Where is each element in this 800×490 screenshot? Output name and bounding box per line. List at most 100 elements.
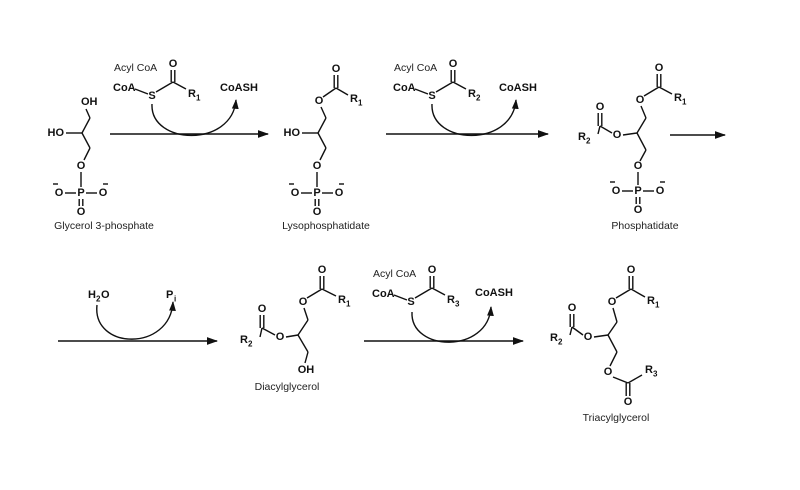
sulfur-atom: S xyxy=(148,90,155,102)
bond xyxy=(317,132,327,149)
bond xyxy=(285,334,299,338)
oxygen-atom: O xyxy=(612,185,621,197)
bond xyxy=(612,376,629,384)
phosphate-label: P xyxy=(166,289,173,301)
bond xyxy=(636,117,647,134)
bond xyxy=(320,106,327,119)
hydroxyl-group: HO xyxy=(48,127,65,139)
r-group-subscript: 2 xyxy=(558,338,563,347)
phosphorus-atom: P xyxy=(77,187,84,199)
bond xyxy=(622,132,638,136)
acyl-coa-label: Acyl CoA xyxy=(373,268,416,280)
r-group-label: R xyxy=(645,364,653,376)
compound-name-glycerol-3-phosphate: Glycerol 3-phosphate xyxy=(54,220,154,232)
r-group-label: R xyxy=(447,294,455,306)
water-subscript: 2 xyxy=(96,295,101,304)
oxygen-atom: O xyxy=(77,206,86,218)
bond xyxy=(261,327,276,336)
coash-label: CoASH xyxy=(475,287,513,299)
bond xyxy=(172,81,187,90)
bond xyxy=(317,117,327,134)
r-group-label: R xyxy=(188,88,196,100)
coash-label: CoASH xyxy=(220,82,258,94)
r-group-label: R xyxy=(578,131,586,143)
oxygen-atom: O xyxy=(604,366,613,378)
curved-arrow xyxy=(431,99,519,137)
oxygen-atom: O xyxy=(656,185,665,197)
r-group-label: R xyxy=(647,295,655,307)
oxygen-atom: O xyxy=(291,187,300,199)
bond xyxy=(597,125,601,135)
r-group-label: R xyxy=(240,334,248,346)
r-group-subscript: 2 xyxy=(248,340,253,349)
r-group-label: R xyxy=(350,93,358,105)
sulfur-atom: S xyxy=(428,90,435,102)
bond xyxy=(81,117,91,134)
bond xyxy=(435,81,454,93)
hydroxyl-group: OH xyxy=(298,364,315,376)
oxygen-atom: O xyxy=(99,187,108,199)
bond xyxy=(83,147,91,161)
oxygen-atom: O xyxy=(332,63,341,75)
oxygen-atom: O xyxy=(584,331,593,343)
oxygen-atom: O xyxy=(449,58,458,70)
bond xyxy=(322,87,337,98)
oxygen-atom: O xyxy=(299,296,308,308)
bond xyxy=(599,125,613,134)
curved-arrow xyxy=(151,99,239,137)
r-group-label: R xyxy=(674,92,682,104)
bond xyxy=(609,351,618,367)
bond xyxy=(155,81,174,93)
r-group-subscript: 3 xyxy=(455,300,460,309)
bond xyxy=(259,327,263,338)
r-group-label: R xyxy=(468,88,476,100)
r-group-subscript: 1 xyxy=(682,98,687,107)
r-group-subscript: 1 xyxy=(196,94,201,103)
oxygen-atom: O xyxy=(613,129,622,141)
oxygen-atom: O xyxy=(655,62,664,74)
bond xyxy=(630,288,646,298)
acyl-coa-label: Acyl CoA xyxy=(114,62,157,74)
bond xyxy=(615,288,632,299)
bond xyxy=(297,334,309,353)
bond xyxy=(636,132,647,151)
oxygen-atom: O xyxy=(636,94,645,106)
bond xyxy=(593,334,609,338)
bond xyxy=(306,288,323,299)
bond xyxy=(658,86,673,95)
r-group-subscript: 1 xyxy=(655,301,660,310)
phosphorus-atom: P xyxy=(634,185,641,197)
bond xyxy=(335,87,349,96)
bond xyxy=(571,326,584,336)
curved-arrow xyxy=(411,306,494,343)
oxygen-atom: O xyxy=(318,264,327,276)
bond xyxy=(85,108,91,119)
sulfur-atom: S xyxy=(407,296,414,308)
oxygen-atom: O xyxy=(315,95,324,107)
oxygen-atom: O xyxy=(428,264,437,276)
coa-label: CoA xyxy=(372,288,395,300)
oxygen-atom: O xyxy=(608,296,617,308)
oxygen-atom: O xyxy=(568,302,577,314)
hydroxyl-group: HO xyxy=(284,127,301,139)
bond xyxy=(414,88,429,95)
bond xyxy=(640,105,647,119)
oxygen-atom: O xyxy=(596,101,605,113)
oxygen-atom: O xyxy=(627,264,636,276)
r-group-label: R xyxy=(550,332,558,344)
acyl-coa-label: Acyl CoA xyxy=(394,62,437,74)
r-group-subscript: 2 xyxy=(476,94,481,103)
hydroxyl-group: OH xyxy=(81,96,98,108)
r-group-subscript: 3 xyxy=(653,370,658,379)
phosphorus-atom: P xyxy=(313,187,320,199)
